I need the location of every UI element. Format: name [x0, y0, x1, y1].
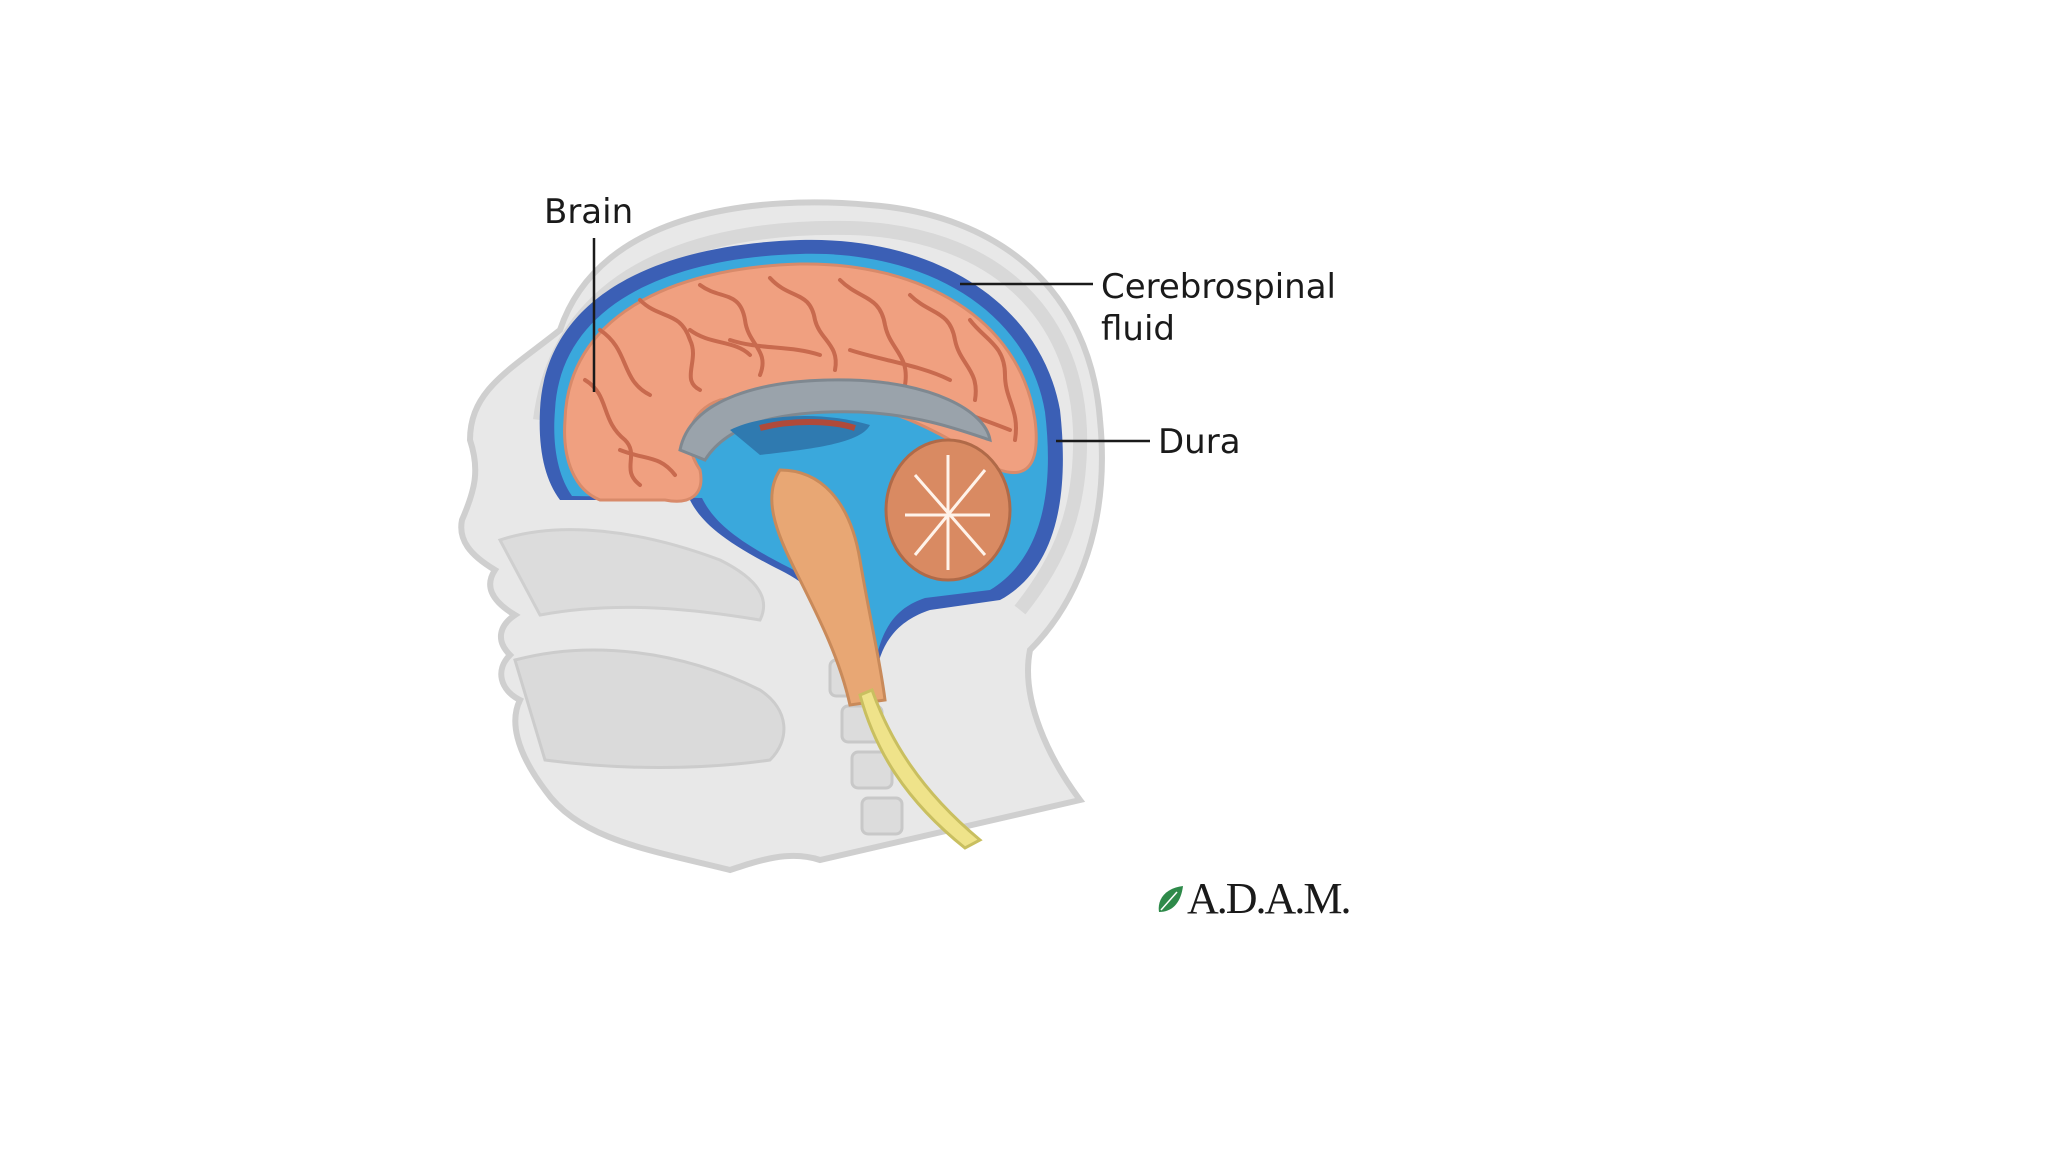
dura-label: Dura: [1158, 422, 1241, 462]
cerebellum: [884, 438, 1012, 582]
csf-label-line2: fluid: [1101, 309, 1175, 349]
cerebrospinal-fluid-label: Cerebrospinal fluid: [1101, 266, 1336, 350]
brain-sulci: [583, 276, 1018, 487]
adam-logo-text: A.D.A.M.: [1187, 874, 1351, 923]
spinal-cord: [858, 688, 983, 850]
brain-label: Brain: [544, 192, 634, 232]
csf-label-line1: Cerebrospinal: [1101, 267, 1336, 307]
corpus-callosum: [678, 378, 992, 462]
leaf-icon: [1158, 886, 1183, 912]
